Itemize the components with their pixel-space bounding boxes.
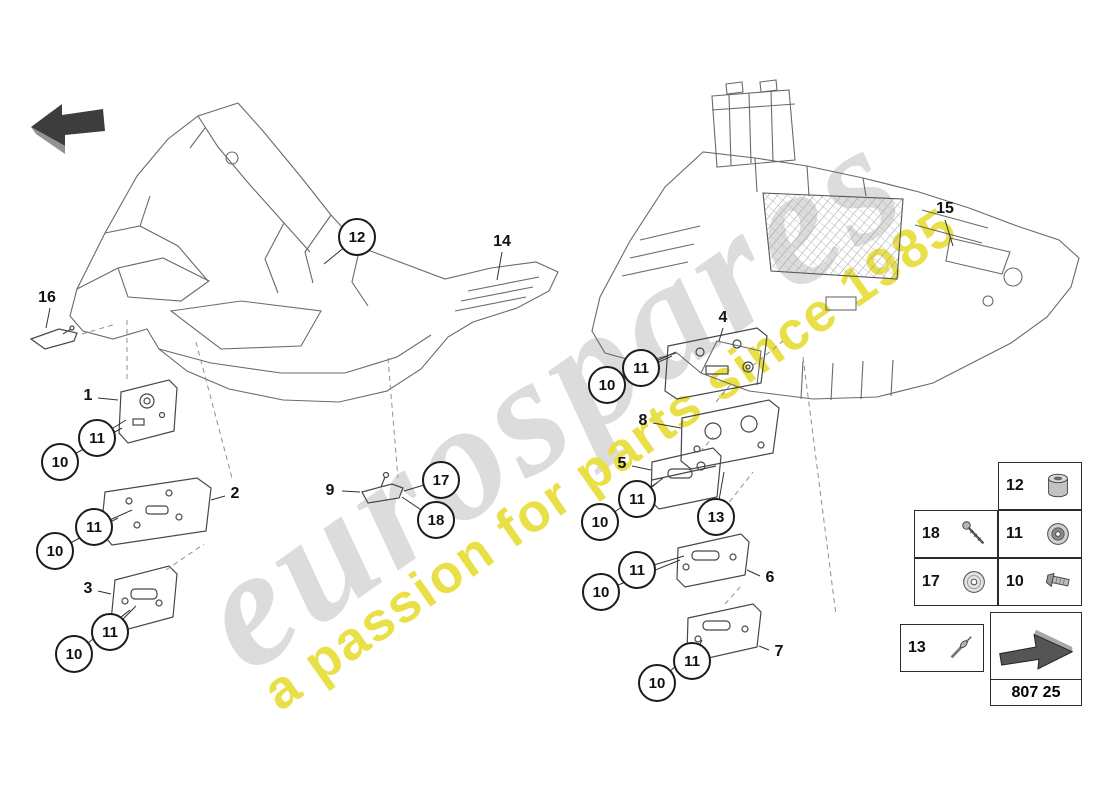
legend-number: 10 <box>1006 573 1024 590</box>
callout-5[interactable]: 5 <box>617 455 627 472</box>
callout-1[interactable]: 1 <box>83 387 93 404</box>
callout-11[interactable]: 11 <box>75 508 113 546</box>
callout-2[interactable]: 2 <box>230 485 240 502</box>
callout-13[interactable]: 13 <box>697 498 735 536</box>
callout-14[interactable]: 14 <box>493 233 511 250</box>
bracket-parts-drawing <box>29 325 780 662</box>
callout-18[interactable]: 18 <box>417 501 455 539</box>
solid-leader-lines <box>45 219 954 684</box>
callout-10[interactable]: 10 <box>41 443 79 481</box>
legend-number: 13 <box>908 639 926 656</box>
rivet-icon <box>950 636 972 659</box>
screw-icon <box>962 521 985 545</box>
legend-number: 18 <box>922 525 940 542</box>
legend-cell-10[interactable]: 10 <box>998 558 1082 606</box>
rear-bumper-drawing <box>591 79 1080 401</box>
legend-number: 12 <box>1006 477 1024 494</box>
callout-3[interactable]: 3 <box>83 580 93 597</box>
back-arrow-icon[interactable] <box>28 100 108 160</box>
callout-16[interactable]: 16 <box>38 289 56 306</box>
legend-number: 11 <box>1006 525 1023 542</box>
callout-11[interactable]: 11 <box>91 613 129 651</box>
callout-7[interactable]: 7 <box>774 643 784 660</box>
legend-cell-13[interactable]: 13 <box>900 624 984 672</box>
callout-11[interactable]: 11 <box>622 349 660 387</box>
nav-arrow-icon <box>999 629 1074 670</box>
legend-cell-12[interactable]: 12 <box>998 462 1082 510</box>
callout-11[interactable]: 11 <box>618 480 656 518</box>
dashed-leader-lines <box>81 320 837 616</box>
callout-15[interactable]: 15 <box>936 200 954 217</box>
callout-9[interactable]: 9 <box>325 482 335 499</box>
diagram-code: 807 25 <box>990 679 1082 706</box>
callout-10[interactable]: 10 <box>36 532 74 570</box>
diagram-nav-box[interactable] <box>990 612 1082 680</box>
callout-10[interactable]: 10 <box>638 664 676 702</box>
grommet-icon <box>1047 523 1069 545</box>
callout-11[interactable]: 11 <box>618 551 656 589</box>
callout-17[interactable]: 17 <box>422 461 460 499</box>
legend-cell-17[interactable]: 17 <box>914 558 998 606</box>
callout-11[interactable]: 11 <box>673 642 711 680</box>
callout-11[interactable]: 11 <box>78 419 116 457</box>
callout-10[interactable]: 10 <box>588 366 626 404</box>
callout-8[interactable]: 8 <box>638 412 648 429</box>
callout-4[interactable]: 4 <box>718 309 728 326</box>
legend-number: 17 <box>922 573 940 590</box>
callout-12[interactable]: 12 <box>338 218 376 256</box>
front-bumper-drawing <box>69 102 559 403</box>
callout-10[interactable]: 10 <box>55 635 93 673</box>
socket-icon <box>1048 473 1068 498</box>
bolt-icon <box>1045 572 1070 588</box>
callout-10[interactable]: 10 <box>582 573 620 611</box>
legend-cell-11[interactable]: 11 <box>998 510 1082 558</box>
legend-cell-18[interactable]: 18 <box>914 510 998 558</box>
washer-icon <box>963 571 985 593</box>
callout-6[interactable]: 6 <box>765 569 775 586</box>
callout-10[interactable]: 10 <box>581 503 619 541</box>
